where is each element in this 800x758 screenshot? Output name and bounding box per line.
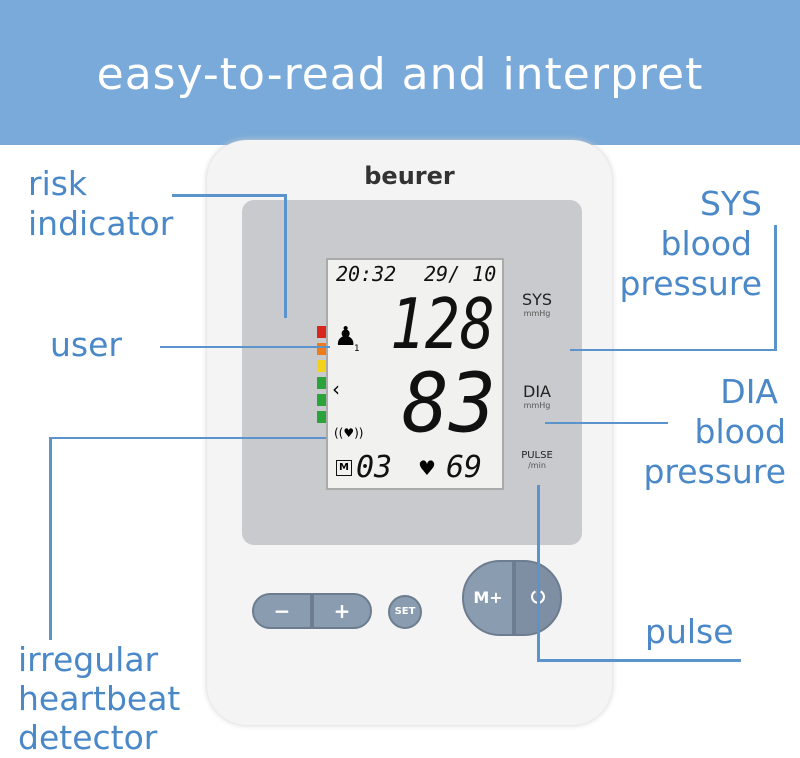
sys-pointer-line <box>570 349 776 351</box>
sys-label-text: blood <box>660 224 752 263</box>
pulse-label: PULSE/min <box>521 450 553 470</box>
set-button[interactable]: SET <box>388 595 422 629</box>
risk-segment <box>317 326 326 338</box>
brand-logo: beurer <box>364 162 455 190</box>
pulse-value: 69 <box>446 450 483 485</box>
pulse-pointer-line <box>537 485 540 661</box>
irregular-label: detector <box>18 718 158 757</box>
risk-pointer-line <box>172 194 286 197</box>
irregular-pointer-line <box>49 437 52 640</box>
risk-segment <box>317 360 326 372</box>
arrow-left-icon: ‹ <box>332 377 340 401</box>
user-label: user <box>50 325 122 364</box>
sys-label-text: pressure <box>619 264 762 303</box>
user-pointer-line <box>160 346 330 348</box>
plus-button[interactable]: + <box>312 593 372 629</box>
irregular-label: heartbeat <box>18 679 181 718</box>
irregular-pointer-line <box>49 437 326 439</box>
date: 29/ 10 <box>424 262 497 286</box>
risk-segment <box>317 411 326 423</box>
memory-icon: M <box>336 460 352 476</box>
pulse-label-text: pulse <box>645 612 734 651</box>
risk-segment <box>317 343 326 355</box>
sys-value: 128 <box>390 283 495 365</box>
user-icon: ♟ <box>334 322 358 352</box>
heart-icon: ♥ <box>418 456 436 480</box>
dia-pointer-line <box>545 422 668 424</box>
sys-label-text: SYS <box>699 184 762 223</box>
memory-button[interactable]: M+ <box>462 560 514 636</box>
irregular-label: irregular <box>18 640 159 679</box>
time: 20:32 <box>336 262 397 286</box>
dia-label-text: DIA <box>720 372 778 411</box>
sys-pointer-line <box>774 225 777 351</box>
pulse-pointer-line <box>537 659 741 662</box>
risk-segment <box>317 394 326 406</box>
lcd-screen: 20:32 29/ 10 ♟ 1 ‹ ((♥)) 128 83 M 03 ♥ 6… <box>326 258 504 490</box>
risk-pointer-line <box>284 194 287 318</box>
memory-number: 03 <box>356 450 393 485</box>
minus-button[interactable]: − <box>252 593 312 629</box>
risk-label: risk <box>28 164 88 203</box>
user-number: 1 <box>354 344 360 354</box>
dia-value: 83 <box>402 356 496 452</box>
dia-label-text: blood <box>694 412 786 451</box>
banner-title: easy-to-read and interpret <box>0 0 800 145</box>
dia-label-text: pressure <box>643 452 786 491</box>
risk-segment <box>317 377 326 389</box>
risk-label: indicator <box>28 204 174 243</box>
irregular-heartbeat-icon: ((♥)) <box>334 426 364 440</box>
